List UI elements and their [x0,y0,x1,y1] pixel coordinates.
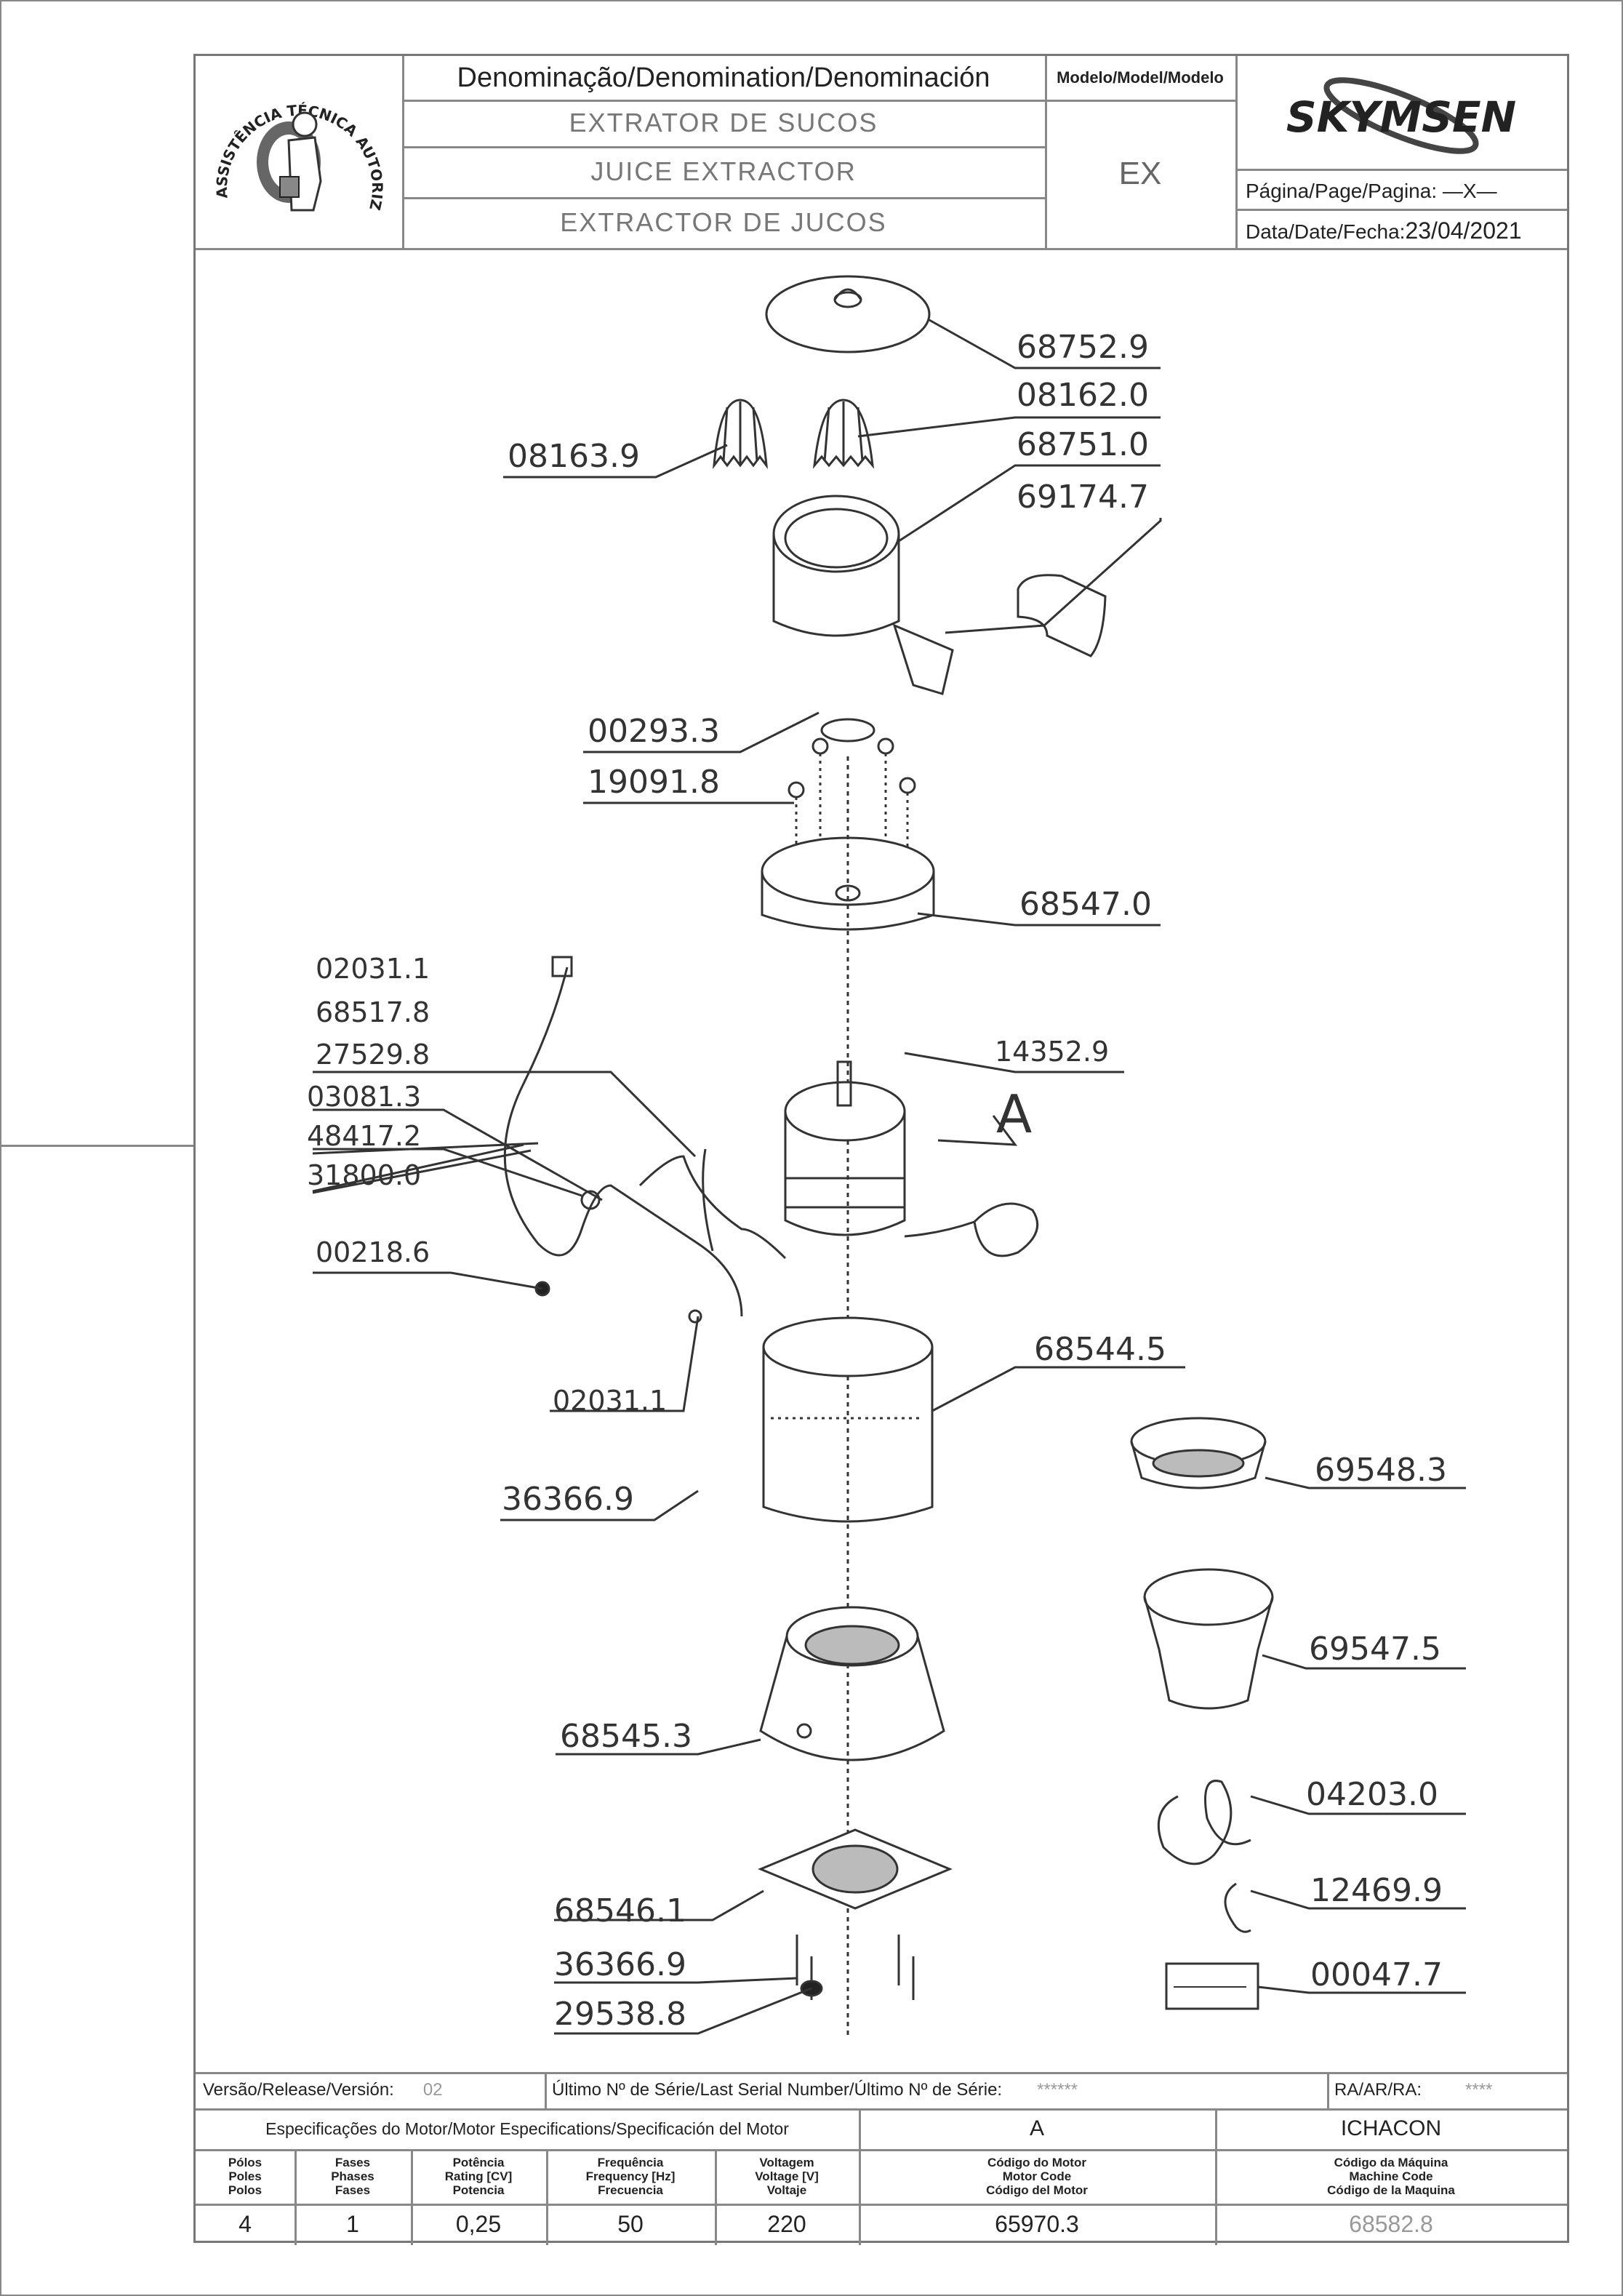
col-voltage: Voltagem Voltage [V] Voltaje [755,2156,819,2197]
lid-part [765,275,931,353]
col-phases: Fases Phases Fases [331,2156,374,2197]
frequency-value: 50 [617,2211,644,2237]
left-margin-rule [0,1145,193,1147]
bowl-part [772,495,954,695]
part-label: 00218.6 [316,1236,430,1268]
col-frequency: Frequência Frequency [Hz] Frecuencia [585,2156,676,2197]
col-machine-code: Código da Máquina Machine Code Código de… [1327,2156,1455,2197]
part-label: 27529.8 [316,1039,430,1071]
page-label: Página/Page/Pagina: [1246,180,1438,202]
base-part [759,1606,945,1761]
motor-callout: A [996,1084,1033,1145]
spout-part [1017,574,1107,657]
model-label: Modelo/Model/Modelo [1057,68,1224,87]
part-label: 19091.8 [588,764,720,801]
bottom-plate-part [758,1828,953,2000]
part-label: 29538.8 [554,1996,686,2033]
part-label: 68751.0 [1017,426,1149,463]
ra-label: RA/AR/RA: [1334,2080,1422,2100]
screws-group [788,737,916,899]
sieve-part [1130,1417,1267,1489]
name-en: JUICE EXTRACTOR [590,156,857,186]
ra-value: **** [1465,2080,1493,2100]
skymsen-logo: SKYMSEN [1237,59,1566,168]
authorized-service-seal: ASSISTÊNCIA TÉCNICA AUTORIZADA [196,47,398,244]
part-label: 36366.9 [502,1481,634,1518]
part-label: 69548.3 [1315,1452,1447,1489]
serial-row: Último Nº de Série/Last Serial Number/Úl… [552,2072,1078,2108]
version-label: Versão/Release/Versión: [203,2080,394,2100]
part-label: 02031.1 [316,953,430,985]
col-power: Potência Rating [CV] Potencia [444,2156,513,2197]
machine-code-value: 68582.8 [1349,2211,1433,2237]
part-label: 68517.8 [316,996,430,1028]
part-label: 69547.5 [1309,1631,1441,1668]
part-label: 00047.7 [1310,1956,1443,1993]
denomination-label: Denominação/Denomination/Denominación [457,62,990,93]
poles-value: 4 [239,2211,252,2237]
page-row: Página/Page/Pagina: —X— [1246,180,1497,203]
wiring-harness [503,956,787,1324]
date-value: 23/04/2021 [1405,217,1522,244]
part-label: 69174.7 [1017,479,1149,516]
part-label: 36366.9 [554,1946,686,1983]
filter-cup-part [1143,1568,1274,1710]
ra-row: RA/AR/RA: **** [1334,2072,1492,2108]
brand-text: SKYMSEN [1286,92,1516,142]
power-value: 0,25 [455,2211,502,2237]
voltage-value: 220 [767,2211,806,2237]
leader-lines [312,319,1466,2035]
version-row: Versão/Release/Versión: 02 [203,2072,443,2108]
part-label: 08163.9 [508,438,640,475]
washer-part [820,718,875,743]
part-label: 68546.1 [554,1892,686,1929]
reamer-cone-small [713,399,768,470]
serial-value: ****** [1037,2080,1078,2100]
part-label: 04203.0 [1306,1776,1438,1813]
drawing-sheet: ASSISTÊNCIA TÉCNICA AUTORIZADA Denominaç… [193,47,1569,2245]
part-label: 08162.0 [1017,377,1149,414]
motor-code-value: 65970.3 [995,2211,1079,2237]
part-label: 00293.3 [588,713,720,750]
part-label: 31800.0 [307,1159,422,1191]
motor-part [784,1060,1039,1257]
author: ICHACON [1340,2116,1442,2140]
motor-ref: A [1029,2116,1044,2140]
model-value: EX [1118,156,1162,191]
part-label: 02031.1 [553,1385,668,1417]
motor-spec-label: Especificações do Motor/Motor Especifica… [265,2119,789,2138]
date-row: Data/Date/Fecha:23/04/2021 [1246,217,1522,244]
part-label: 68545.3 [560,1718,692,1755]
col-poles: Pólos Poles Polos [228,2156,263,2197]
part-label: 48417.2 [307,1120,422,1152]
serial-label: Último Nº de Série/Last Serial Number/Úl… [552,2080,1003,2100]
part-label: 14352.9 [995,1036,1110,1068]
part-label: 03081.3 [307,1081,422,1113]
phases-value: 1 [346,2211,359,2237]
col-motor-code: Código do Motor Motor Code Código del Mo… [986,2156,1088,2197]
part-label: 68547.0 [1019,886,1152,923]
part-label: 68544.5 [1034,1331,1166,1368]
name-pt: EXTRATOR DE SUCOS [569,108,878,137]
reamer-cone-large [812,399,875,469]
part-label: 68752.9 [1017,329,1149,366]
name-es: EXTRACTOR DE JUCOS [560,207,887,237]
motor-can-part [762,1316,934,1523]
date-label: Data/Date/Fecha: [1246,220,1406,243]
version-value: 02 [422,2080,443,2100]
page-value: —X— [1442,180,1497,202]
part-label: 12469.9 [1310,1872,1443,1909]
springs-part [1157,1780,1251,1933]
